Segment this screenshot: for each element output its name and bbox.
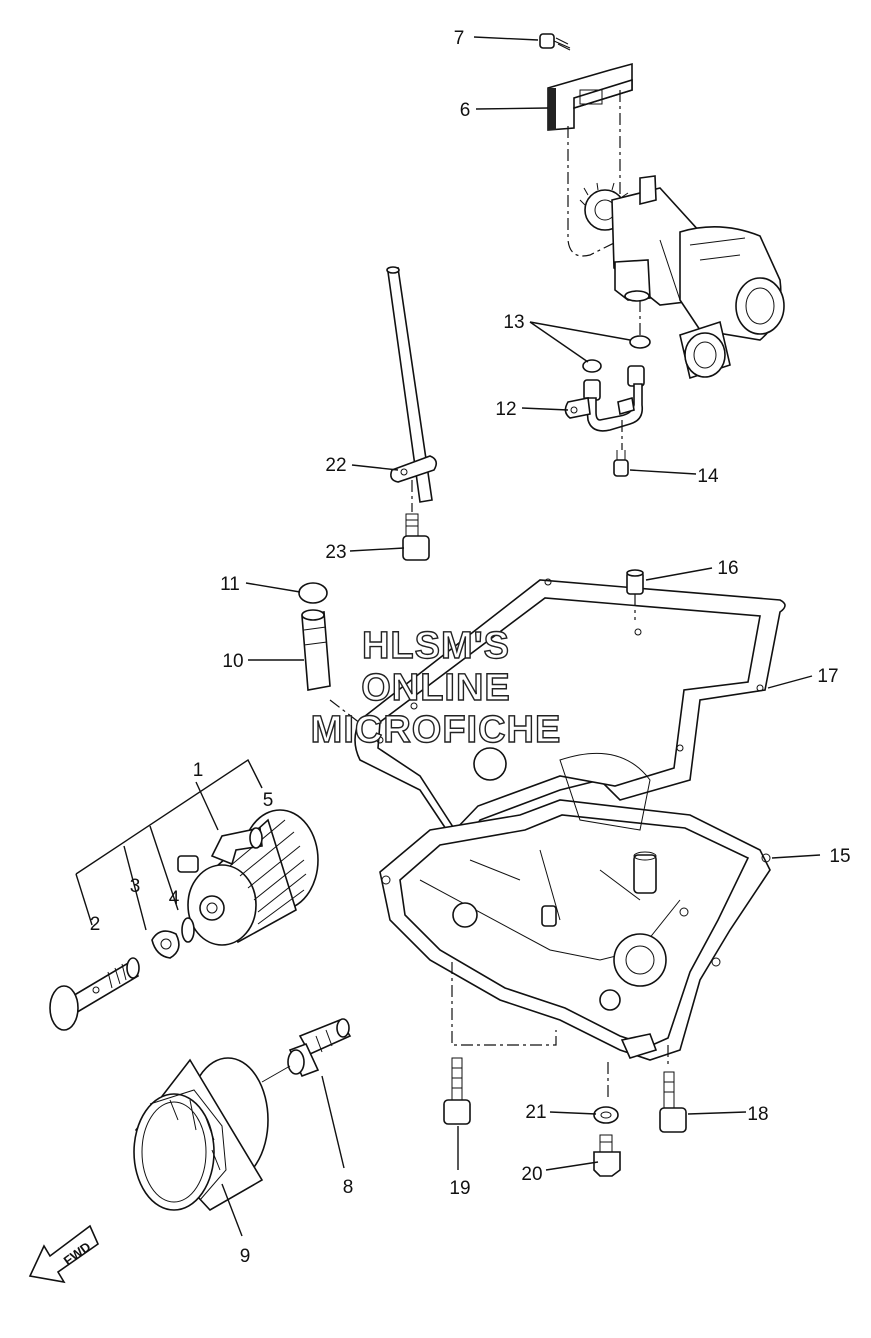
o-ring-11 xyxy=(298,582,328,604)
oil-pan xyxy=(379,752,771,1100)
watermark-line-1: HLSM'S xyxy=(362,625,510,667)
pan-bolts xyxy=(443,1057,687,1177)
o-ring-13a xyxy=(629,335,651,349)
dowel-pin-16 xyxy=(626,569,644,620)
callout-2: 2 xyxy=(90,914,101,935)
callout-6: 6 xyxy=(460,100,471,121)
callout-14: 14 xyxy=(697,466,719,487)
callout-17: 17 xyxy=(817,666,838,687)
callout-11: 11 xyxy=(220,574,240,595)
forward-arrow-icon: FWD xyxy=(28,1224,99,1284)
bolt-14 xyxy=(613,459,629,477)
washer-21 xyxy=(593,1106,619,1124)
callout-20: 20 xyxy=(521,1164,542,1185)
leader-lines xyxy=(221,36,821,1237)
watermark-line-2: ONLINE xyxy=(361,667,511,709)
o-ring-13b xyxy=(582,359,602,373)
callouts: 1 2 3 4 5 6 7 8 9 10 11 12 13 14 15 16 1… xyxy=(90,28,851,1267)
callout-21: 21 xyxy=(525,1102,546,1123)
callout-1: 1 xyxy=(193,760,204,781)
oil-cooler-bolt-2 xyxy=(49,957,140,1031)
bolt-19 xyxy=(443,1099,471,1125)
callout-19: 19 xyxy=(449,1178,470,1199)
watermark: HLSM'S ONLINE MICROFICHE xyxy=(310,624,562,751)
oil-level-tube xyxy=(386,266,438,561)
bolt-23 xyxy=(402,535,430,561)
callout-12: 12 xyxy=(495,399,516,420)
oil-pan-gasket xyxy=(354,578,786,852)
callout-8: 8 xyxy=(343,1177,354,1198)
callout-13: 13 xyxy=(503,312,524,333)
callout-18: 18 xyxy=(747,1104,768,1125)
union-bolt-8 xyxy=(261,1018,352,1083)
drain-bolt-20 xyxy=(593,1151,621,1177)
oil-pump-body xyxy=(579,175,785,380)
callout-10: 10 xyxy=(222,651,243,672)
callout-7: 7 xyxy=(454,28,465,49)
callout-16: 16 xyxy=(717,558,738,579)
callout-15: 15 xyxy=(829,846,850,867)
callout-23: 23 xyxy=(325,542,346,563)
oil-cooler xyxy=(177,809,319,946)
callout-5: 5 xyxy=(263,790,274,811)
callout-22: 22 xyxy=(325,455,346,476)
oil-delivery-pipe xyxy=(564,335,651,477)
callout-3: 3 xyxy=(130,876,141,897)
watermark-line-3: MICROFICHE xyxy=(311,709,562,751)
callout-9: 9 xyxy=(240,1246,251,1267)
bolt-18 xyxy=(659,1107,687,1133)
oil-filter xyxy=(133,1057,269,1212)
callout-4: 4 xyxy=(169,888,180,909)
washer-3-and-o-ring-4 xyxy=(151,917,195,959)
